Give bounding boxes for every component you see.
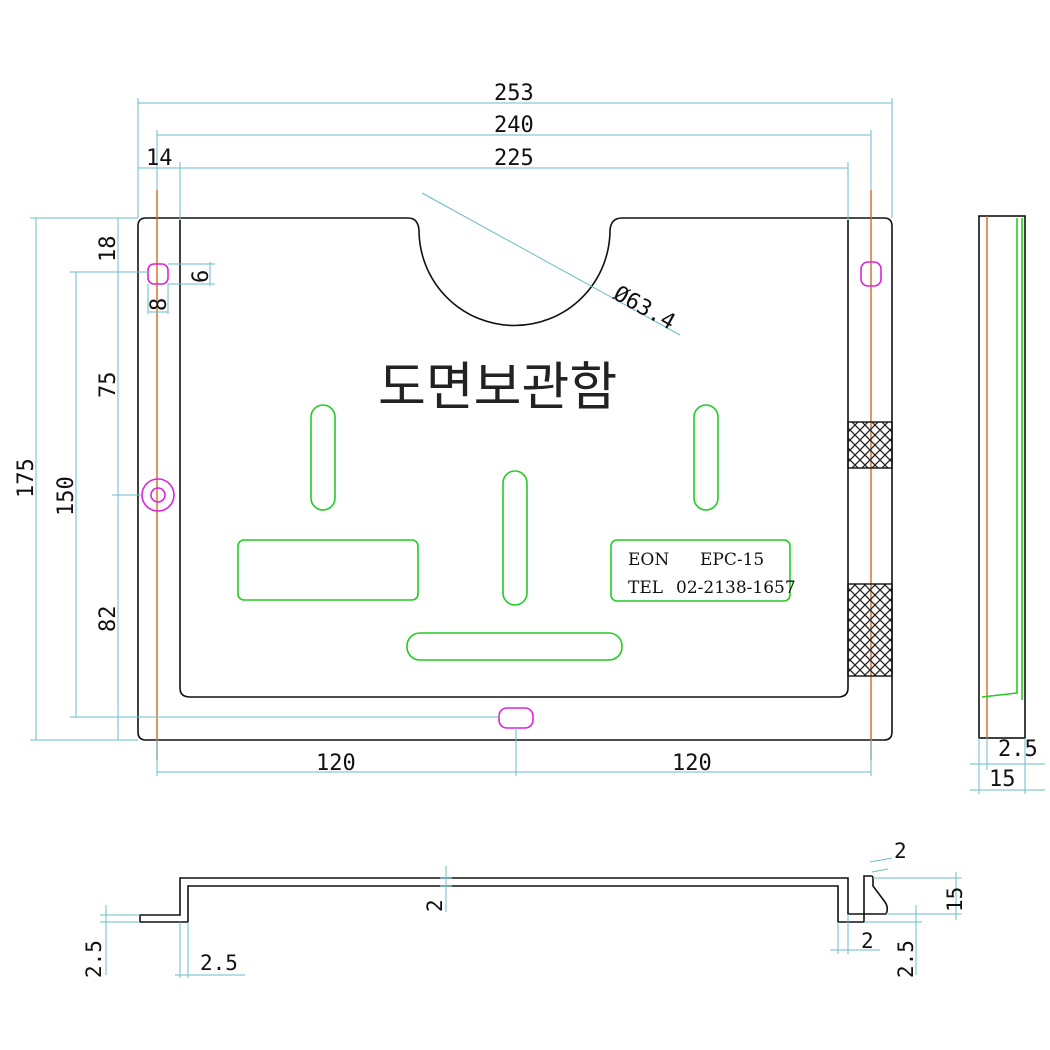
dim-overall-width: 253 xyxy=(494,81,534,106)
side-view: 2.5 15 xyxy=(970,215,1045,794)
dim-upper-span: 75 xyxy=(96,372,121,399)
inner-recess xyxy=(179,220,849,698)
dim-section-left-step: 2.5 xyxy=(82,940,106,978)
top-view: 도면보관함 EON EPC-15 TEL 02-2138-1657 253 24… xyxy=(14,81,893,776)
label-phone: 02-2138-1657 xyxy=(676,578,796,598)
label-model: EPC-15 xyxy=(700,550,764,570)
dim-hole-diameter: Ø63.4 xyxy=(609,281,679,335)
dim-inner-width: 240 xyxy=(494,113,534,138)
dim-lower-span: 82 xyxy=(96,606,121,633)
dim-section-plate: 2 xyxy=(423,899,447,912)
dim-bottom-left: 120 xyxy=(316,751,356,776)
mount-hole-left-outer xyxy=(141,478,175,512)
slot-right-vertical xyxy=(693,404,719,511)
rubber-pad-lower xyxy=(847,583,893,677)
dim-hole-spacing: 150 xyxy=(54,476,79,516)
dim-top-offset: 18 xyxy=(96,236,121,263)
dim-opening-width: 225 xyxy=(494,146,534,171)
dimensions-bottom: 120 120 xyxy=(156,728,872,776)
label-window-left xyxy=(237,539,419,601)
dim-slot-width: 6 xyxy=(189,270,214,283)
dim-slot-height: 8 xyxy=(147,298,172,311)
mount-hole-left-inner xyxy=(150,487,166,503)
slot-left-vertical xyxy=(310,404,336,511)
slot-center-vertical xyxy=(502,470,528,606)
label-plate xyxy=(610,539,791,602)
drawing-title: 도면보관함 xyxy=(378,358,617,418)
mount-slot-bottom xyxy=(498,707,534,729)
diameter-leader xyxy=(421,192,681,336)
dim-section-left-lip: 2.5 xyxy=(200,951,238,975)
label-brand: EON xyxy=(628,550,669,570)
slot-bottom-horizontal xyxy=(406,632,623,661)
plate-outline xyxy=(137,217,893,741)
dim-section-right-top: 2 xyxy=(894,839,907,863)
dimensions-left: 175 150 18 75 82 6 8 xyxy=(14,217,499,741)
mount-slot-top-right xyxy=(860,261,882,287)
dim-section-right-step: 2.5 xyxy=(894,940,918,978)
dim-flange: 14 xyxy=(146,146,173,171)
side-profile xyxy=(978,215,1026,739)
section-profile xyxy=(139,875,889,923)
dim-section-right-height: 15 xyxy=(943,887,967,912)
section-view: 2.5 2.5 2 2 15 2 2.5 xyxy=(82,839,967,978)
dim-section-right-inner: 2 xyxy=(861,929,874,953)
rubber-pad-upper xyxy=(847,421,893,469)
dim-bottom-right: 120 xyxy=(672,751,712,776)
label-tel: TEL xyxy=(628,578,663,598)
dim-side-depth: 15 xyxy=(989,767,1016,792)
mount-slot-top-left xyxy=(147,263,169,285)
dim-overall-height: 175 xyxy=(14,458,39,498)
dim-side-thickness: 2.5 xyxy=(998,737,1038,762)
dimensions-top: 253 240 225 14 xyxy=(137,81,893,220)
